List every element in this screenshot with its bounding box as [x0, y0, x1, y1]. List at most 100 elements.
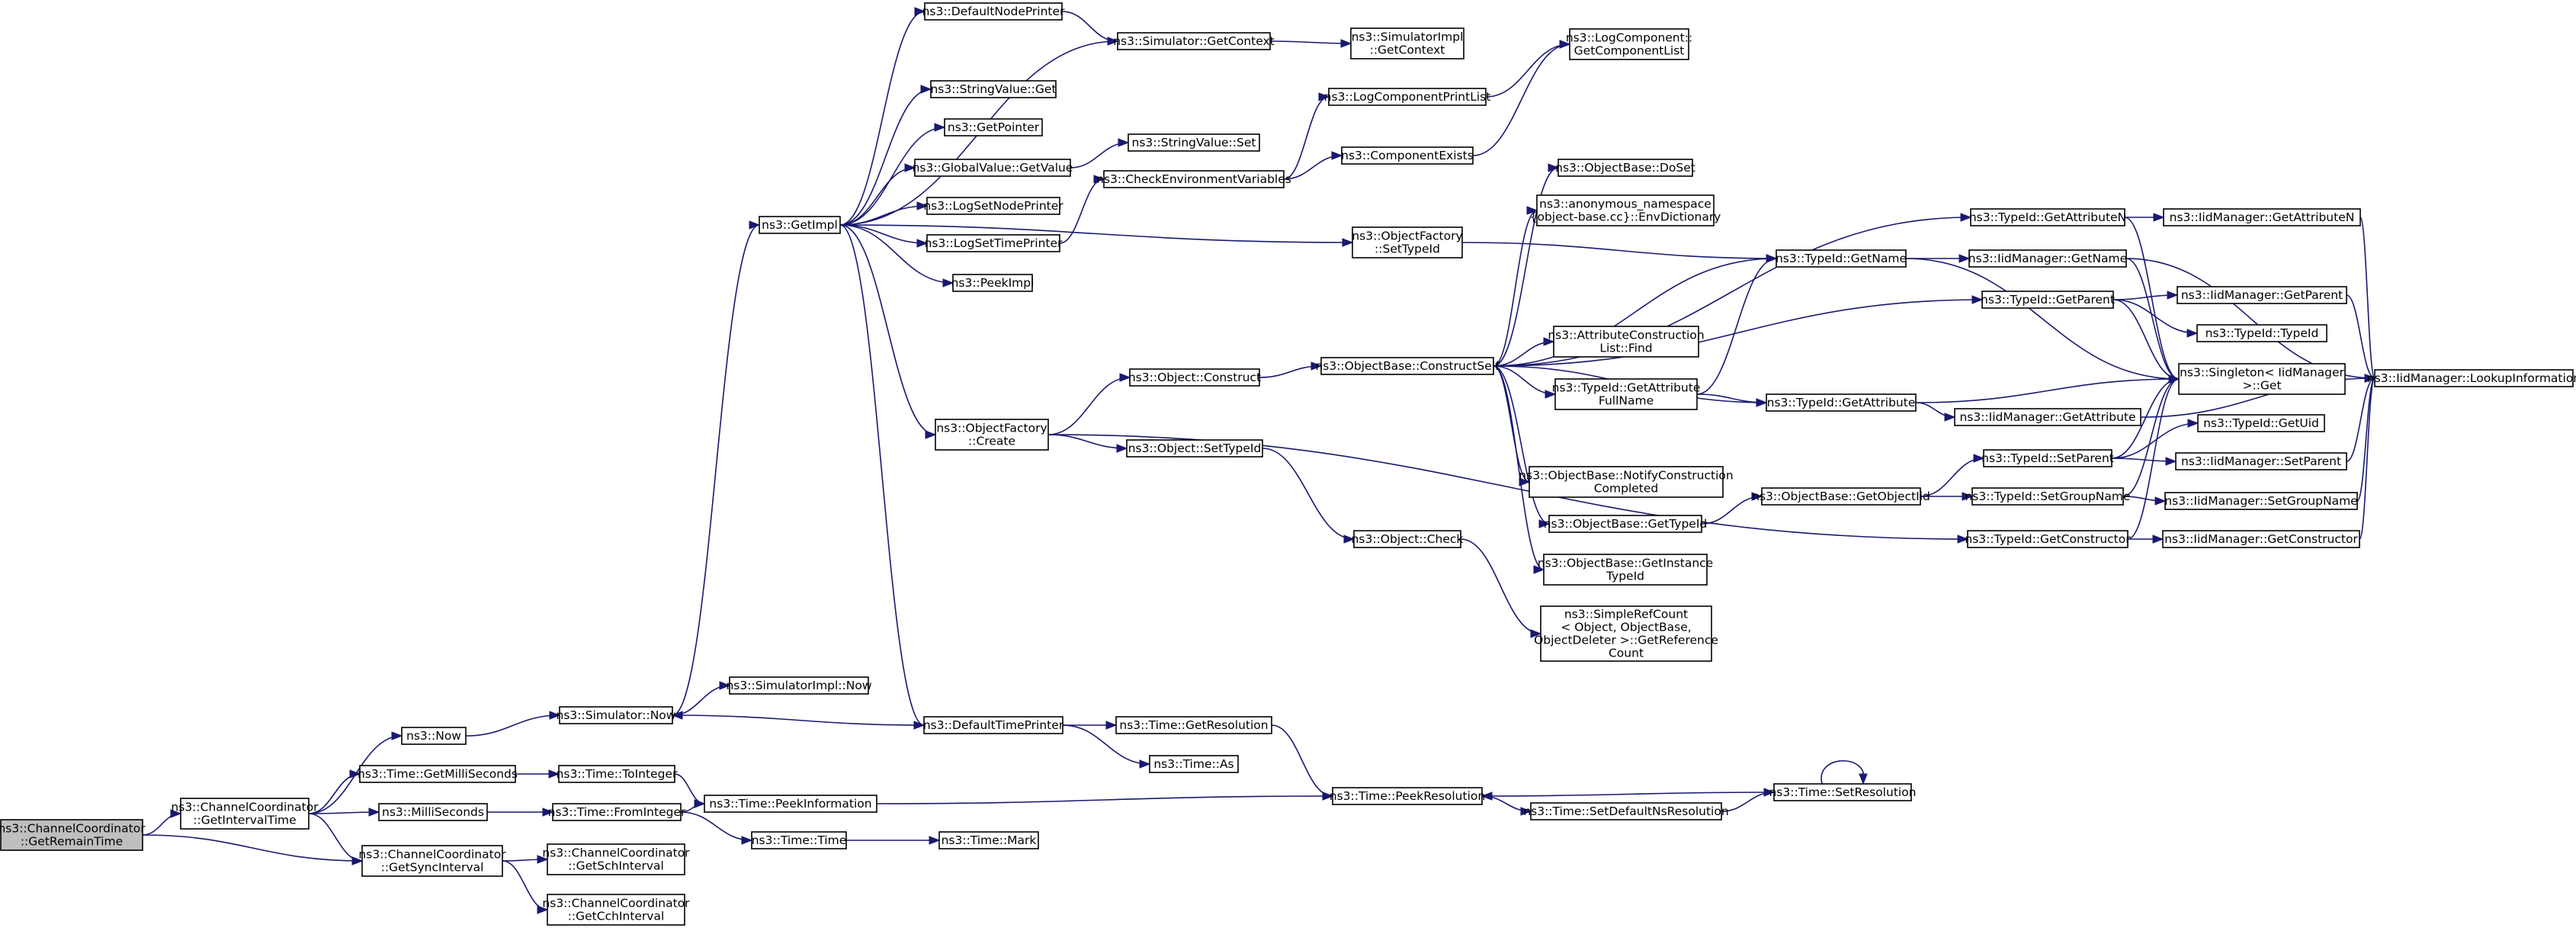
node-check-env-vars[interactable]: ns3::CheckEnvironmentVariables [1096, 170, 1291, 188]
node-iid-manager-lookup-information[interactable]: ns3::IidManager::LookupInformation [2367, 369, 2576, 387]
node-iid-manager-get-attribute-n[interactable]: ns3::IidManager::GetAttributeN [2163, 208, 2361, 226]
node-sim-impl-now[interactable]: ns3::SimulatorImpl::Now [726, 676, 872, 695]
call-edge [1047, 373, 1131, 435]
node-label: ns3::ObjectBase::GetObjectIid [1752, 490, 1930, 503]
edge-line [1047, 377, 1131, 435]
node-default-time-printer[interactable]: ns3::DefaultTimePrinter [923, 716, 1064, 734]
node-object-base-get-object-iid[interactable]: ns3::ObjectBase::GetObjectIid [1752, 487, 1930, 506]
node-object-base-construct-self[interactable]: ns3::ObjectBase::ConstructSelf [1315, 357, 1500, 375]
node-string-value-set[interactable]: ns3::StringValue::Set [1128, 133, 1260, 152]
node-to-integer[interactable]: ns3::Time::ToInteger [557, 765, 678, 783]
node-peek-resolution[interactable]: ns3::Time::PeekResolution [1330, 787, 1485, 805]
node-iid-manager-get-constructor[interactable]: ns3::IidManager::GetConstructor [2162, 530, 2360, 548]
node-label: ns3::Time::FromInteger [548, 805, 686, 819]
node-object-base-do-set[interactable]: ns3::ObjectBase::DoSet [1555, 159, 1695, 177]
node-iid-manager-set-group-name[interactable]: ns3::IidManager::SetGroupName [2164, 492, 2358, 510]
node-type-id-get-name[interactable]: ns3::TypeId::GetName [1776, 249, 1907, 268]
node-label: ns3::Object::Construct [1128, 371, 1261, 384]
node-label: ns3::ObjectFactory::Create [936, 422, 1047, 448]
node-object-construct[interactable]: ns3::Object::Construct [1128, 368, 1261, 387]
node-log-component-get-list[interactable]: ns3::LogComponent::GetComponentList [1566, 28, 1692, 60]
node-box [1968, 249, 2127, 268]
node-time-as[interactable]: ns3::Time::As [1149, 755, 1239, 773]
node-type-id-get-attribute-n[interactable]: ns3::TypeId::GetAttributeN [1969, 208, 2126, 226]
node-iid-manager-get-parent[interactable]: ns3::IidManager::GetParent [2177, 286, 2347, 304]
node-simple-ref-count-get-reference-count[interactable]: ns3::SimpleRefCount< Object, ObjectBase,… [1534, 605, 1718, 662]
node-get-sch-interval[interactable]: ns3::ChannelCoordinator::GetSchInterval [542, 843, 690, 875]
node-label-line: Count [1609, 647, 1644, 660]
node-object-check[interactable]: ns3::Object::Check [1352, 530, 1464, 548]
node-type-id-get-attribute[interactable]: ns3::TypeId::GetAttribute [1766, 393, 1917, 412]
node-type-id-set-parent[interactable]: ns3::TypeId::SetParent [1981, 449, 2114, 467]
edge-line [1493, 365, 1545, 570]
edge-arrowhead [537, 905, 549, 914]
node-log-component-print-list[interactable]: ns3::LogComponentPrintList [1324, 88, 1491, 106]
node-label-line: ns3::AttributeConstruction [1548, 329, 1704, 342]
node-box [1128, 133, 1260, 152]
edge-arrowhead [1545, 390, 1557, 399]
node-env-dictionary[interactable]: ns3::anonymous_namespace{object-base.cc}… [1530, 194, 1721, 226]
edge-arrowhead [1543, 337, 1555, 346]
node-component-exists[interactable]: ns3::ComponentExists [1341, 146, 1474, 165]
node-log-set-time-printer[interactable]: ns3::LogSetTimePrinter [925, 234, 1063, 252]
node-object-factory-create[interactable]: ns3::ObjectFactory::Create [935, 419, 1049, 451]
node-label: ns3::ChannelCoordinator::GetCchInterval [542, 897, 690, 923]
edge-line [1062, 724, 1150, 765]
node-type-id-get-parent[interactable]: ns3::TypeId::GetParent [1981, 291, 2115, 309]
node-root[interactable]: ns3::ChannelCoordinator::GetRemainTime [0, 819, 146, 851]
call-edge [2124, 217, 2180, 384]
node-box [729, 676, 869, 695]
node-get-cch-interval[interactable]: ns3::ChannelCoordinator::GetCchInterval [542, 894, 690, 926]
node-get-sync-interval[interactable]: ns3::ChannelCoordinator::GetSyncInterval [358, 845, 506, 877]
node-global-value-get-value[interactable]: ns3::GlobalValue::GetValue [913, 159, 1073, 177]
edge-line [2112, 299, 2198, 334]
node-object-factory-set-type-id[interactable]: ns3::ObjectFactory::SetTypeId [1352, 226, 1463, 258]
node-type-id-type-id[interactable]: ns3::TypeId::TypeId [2196, 324, 2327, 342]
node-get-milli-seconds[interactable]: ns3::Time::GetMilliSeconds [358, 765, 518, 783]
node-label: ns3::IidManager::GetName [1968, 252, 2127, 265]
node-milli-seconds[interactable]: ns3::MilliSeconds [378, 803, 488, 821]
call-edge [308, 769, 361, 814]
node-iid-manager-get-attribute[interactable]: ns3::IidManager::GetAttribute [1954, 408, 2141, 426]
node-type-id-set-group-name[interactable]: ns3::TypeId::SetGroupName [1965, 487, 2131, 506]
node-type-id-get-constructor[interactable]: ns3::TypeId::GetConstructor [1965, 530, 2131, 548]
node-label-line: ns3::anonymous_namespace [1539, 197, 1711, 212]
node-log-set-node-printer[interactable]: ns3::LogSetNodePrinter [923, 197, 1063, 215]
node-label: ns3::TypeId::GetUid [2203, 416, 2319, 430]
node-get-interval-time[interactable]: ns3::ChannelCoordinator::GetIntervalTime [171, 798, 319, 830]
node-now[interactable]: ns3::Now [401, 727, 467, 745]
node-sim-impl-get-context[interactable]: ns3::SimulatorImpl::GetContext [1350, 27, 1464, 59]
node-type-id-get-uid[interactable]: ns3::TypeId::GetUid [2197, 414, 2325, 432]
node-sim-get-context[interactable]: ns3::Simulator::GetContext [1113, 32, 1275, 50]
node-label-line: ns3::Time::SetDefaultNsResolution [1523, 804, 1728, 818]
edge-line [876, 795, 1333, 804]
node-get-impl[interactable]: ns3::GetImpl [759, 216, 841, 234]
node-singleton-get[interactable]: ns3::Singleton< IidManager>::Get [2178, 363, 2346, 395]
node-time-time[interactable]: ns3::Time::Time [751, 831, 847, 849]
node-box [759, 216, 841, 234]
node-box [1983, 449, 2112, 467]
node-box [2164, 492, 2358, 510]
node-default-node-printer[interactable]: ns3::DefaultNodePrinter [922, 2, 1065, 21]
node-peek-information[interactable]: ns3::Time::PeekInformation [704, 795, 877, 813]
edge-line [2122, 378, 2180, 497]
node-object-set-type-id[interactable]: ns3::Object::SetTypeId [1126, 439, 1263, 458]
node-from-integer[interactable]: ns3::Time::FromInteger [548, 803, 686, 821]
node-string-value-get[interactable]: ns3::StringValue::Get [930, 80, 1057, 98]
node-time-set-resolution[interactable]: ns3::Time::SetResolution [1769, 783, 1917, 801]
node-object-base-get-type-id[interactable]: ns3::ObjectBase::GetTypeId [1544, 515, 1708, 533]
node-iid-manager-get-name[interactable]: ns3::IidManager::GetName [1968, 249, 2127, 268]
node-time-mark[interactable]: ns3::Time::Mark [938, 831, 1039, 849]
node-get-pointer[interactable]: ns3::GetPointer [944, 118, 1043, 136]
node-peek-impl[interactable]: ns3::PeekImpl [951, 274, 1035, 292]
node-sim-now[interactable]: ns3::Simulator::Now [557, 706, 676, 724]
node-time-get-resolution[interactable]: ns3::Time::GetResolution [1115, 716, 1272, 734]
node-set-default-ns-resolution[interactable]: ns3::Time::SetDefaultNsResolution [1523, 802, 1729, 820]
node-iid-manager-set-parent[interactable]: ns3::IidManager::SetParent [2175, 452, 2347, 470]
node-box [359, 765, 516, 783]
node-box [935, 419, 1049, 451]
